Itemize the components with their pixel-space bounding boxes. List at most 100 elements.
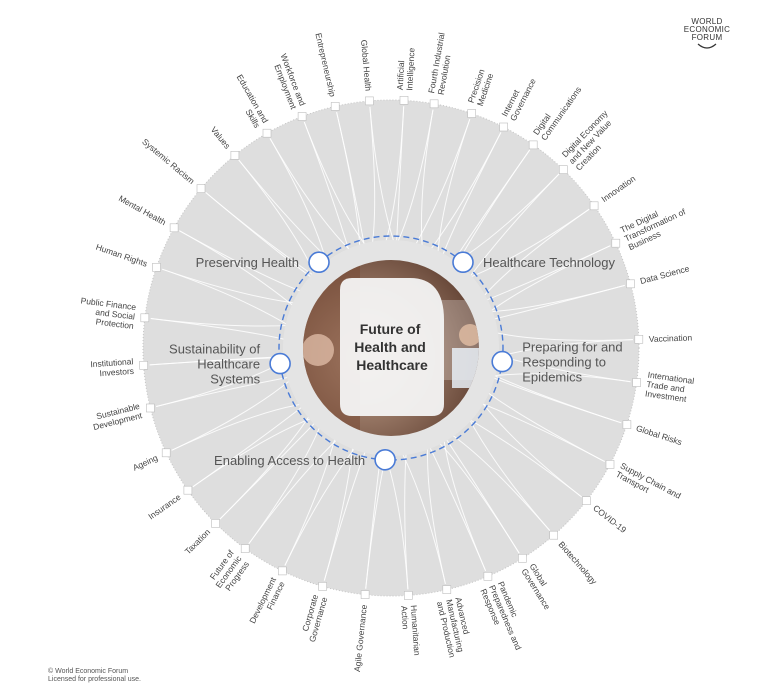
topic-label[interactable]: GlobalGovernance xyxy=(519,562,560,612)
topic-label[interactable]: Mental Health xyxy=(117,193,168,227)
topic-label-text: The DigitalTransformation ofBusiness xyxy=(619,198,692,253)
topic-marker[interactable] xyxy=(211,519,220,528)
topic-label[interactable]: Global Health xyxy=(359,39,373,91)
topic-label[interactable]: Agile Governance xyxy=(352,604,369,673)
topic-label[interactable]: Ageing xyxy=(131,452,159,472)
topic-marker[interactable] xyxy=(611,238,621,248)
topic-label[interactable]: CorporateGovernance xyxy=(298,593,330,643)
topic-marker[interactable] xyxy=(632,378,641,387)
topic-marker[interactable] xyxy=(605,460,615,469)
topic-label[interactable]: Innovation xyxy=(599,173,637,204)
topic-marker[interactable] xyxy=(277,566,287,576)
center-title-line: Future of xyxy=(360,321,421,337)
topic-label[interactable]: Biotechnology xyxy=(557,539,600,586)
topic-marker[interactable] xyxy=(146,403,155,413)
logo-line: ECONOMIC xyxy=(683,25,731,34)
topic-label[interactable]: DevelopmentFinance xyxy=(247,575,287,629)
topic-marker[interactable] xyxy=(230,151,240,160)
topic-label[interactable]: HumanitarianAction xyxy=(399,605,422,657)
topic-marker[interactable] xyxy=(499,122,508,132)
topic-label[interactable]: Systemic Racism xyxy=(140,136,196,186)
key-issue-label[interactable]: Healthcare Technology xyxy=(483,255,616,270)
topic-marker[interactable] xyxy=(589,201,599,211)
center-title-line: Health and xyxy=(354,339,426,355)
topic-label-text: Global Risks xyxy=(635,423,683,447)
topic-label[interactable]: DigitalCommunications xyxy=(531,79,583,143)
topic-label[interactable]: Insurance xyxy=(146,492,183,522)
topic-marker[interactable] xyxy=(152,262,161,272)
topic-marker[interactable] xyxy=(626,279,635,289)
key-issue-node[interactable] xyxy=(308,251,330,274)
topic-marker[interactable] xyxy=(330,102,340,111)
topic-marker[interactable] xyxy=(549,530,559,540)
key-issue-label[interactable]: Enabling Access to Health xyxy=(214,453,365,468)
topic-marker[interactable] xyxy=(634,334,644,344)
topic-marker[interactable] xyxy=(483,571,493,581)
topic-label[interactable]: InternetGovernance xyxy=(499,72,538,123)
topic-marker[interactable] xyxy=(467,109,477,118)
topic-marker[interactable] xyxy=(169,223,179,233)
topic-marker[interactable] xyxy=(582,496,591,506)
topic-label[interactable]: Vaccination xyxy=(649,332,693,344)
topic-marker[interactable] xyxy=(365,96,374,106)
topic-label[interactable]: Taxation xyxy=(183,527,213,557)
key-issue-node[interactable] xyxy=(374,448,396,471)
topic-label-text: Supply Chain andTransport xyxy=(614,460,683,509)
topic-label[interactable]: Human Rights xyxy=(95,242,149,269)
topic-marker[interactable] xyxy=(318,582,327,591)
topic-label[interactable]: SustainableDevelopment xyxy=(90,401,144,432)
topic-label[interactable]: Future ofEconomicProgress xyxy=(206,548,252,596)
topic-marker[interactable] xyxy=(161,448,171,458)
topic-label-line: Humanitarian xyxy=(409,605,423,656)
key-issue-label[interactable]: Preserving Health xyxy=(196,255,299,270)
topic-label[interactable]: AdvancedManufacturingand Production xyxy=(435,596,476,659)
logo-line: FORUM xyxy=(691,33,723,42)
topic-marker[interactable] xyxy=(297,112,307,121)
topic-marker[interactable] xyxy=(360,590,370,599)
topic-label-line: Innovation xyxy=(599,173,637,204)
topic-label[interactable]: Education andSkills xyxy=(226,73,271,130)
topic-label[interactable]: Values xyxy=(209,125,233,151)
topic-label[interactable]: PandemicPreparedness andResponse xyxy=(478,580,532,656)
topic-marker[interactable] xyxy=(528,140,538,150)
topic-label[interactable]: ArtificialIntelligence xyxy=(395,47,417,91)
topic-label[interactable]: InstitutionalInvestors xyxy=(90,356,134,379)
topic-marker[interactable] xyxy=(139,360,148,370)
key-issue-label-line: Systems xyxy=(210,372,260,387)
topic-label-line: Taxation xyxy=(183,527,213,557)
topic-marker[interactable] xyxy=(399,96,409,105)
topic-marker[interactable] xyxy=(183,485,193,495)
topic-label-text: Entrepreneurship xyxy=(313,32,337,98)
topic-label[interactable]: Data Science xyxy=(639,263,691,286)
topic-label[interactable]: Workforce andEmployment xyxy=(270,52,308,111)
topic-label[interactable]: Fourth IndustrialRevolution xyxy=(426,32,456,96)
topic-marker[interactable] xyxy=(518,553,527,563)
topic-marker[interactable] xyxy=(140,313,150,323)
topic-marker[interactable] xyxy=(403,591,413,600)
topic-marker[interactable] xyxy=(622,420,632,429)
topic-marker[interactable] xyxy=(558,165,568,174)
topic-label[interactable]: InternationalTrade andInvestment xyxy=(644,370,694,405)
key-issue-node[interactable] xyxy=(452,251,474,274)
key-issue-node[interactable] xyxy=(491,350,514,373)
topic-label[interactable]: COVID-19 xyxy=(591,503,628,535)
topic-label[interactable]: The DigitalTransformation ofBusiness xyxy=(619,198,692,253)
topic-marker[interactable] xyxy=(240,544,250,553)
topic-label[interactable]: PrecisionMedicine xyxy=(466,68,496,108)
topic-label-text: Biotechnology xyxy=(557,539,600,586)
key-issue-node[interactable] xyxy=(269,352,291,375)
topic-marker[interactable] xyxy=(196,184,206,193)
topic-marker[interactable] xyxy=(429,99,439,109)
topic-label-text: COVID-19 xyxy=(591,503,628,535)
topic-marker[interactable] xyxy=(262,128,272,138)
topic-label[interactable]: Global Risks xyxy=(635,423,683,447)
copyright-line: © World Economic Forum xyxy=(48,668,129,675)
topic-label[interactable]: Digital Economyand New ValueCreation xyxy=(560,108,624,173)
topic-label-line: Intelligence xyxy=(404,47,416,91)
topic-marker[interactable] xyxy=(442,585,452,594)
topic-label[interactable]: Supply Chain andTransport xyxy=(614,460,683,509)
topic-label[interactable]: Entrepreneurship xyxy=(313,32,337,98)
topic-label[interactable]: Public Financeand SocialProtection xyxy=(78,295,137,331)
